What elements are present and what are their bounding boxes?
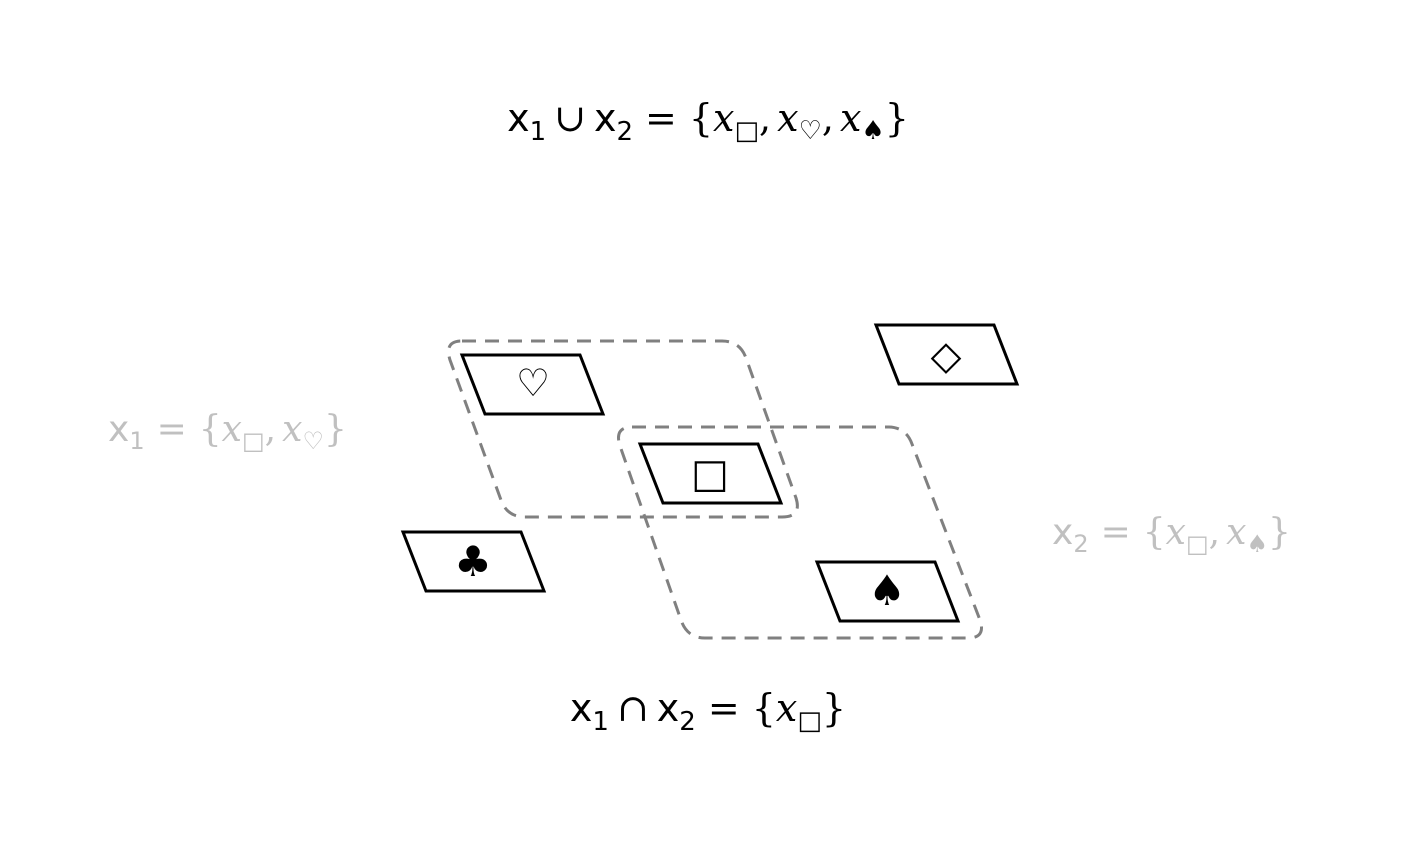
union-term-1: x xyxy=(713,96,734,140)
set-x1-close-brace: } xyxy=(324,409,347,450)
square-card xyxy=(637,442,784,505)
set-x1-term-2-sub: ♡ xyxy=(302,427,324,455)
set-x2-term-1-sub: □ xyxy=(1186,530,1209,558)
club-icon: ♣ xyxy=(454,537,492,586)
set-x2-label: x2={x□,x♠} xyxy=(1052,512,1291,558)
union-term-3: x xyxy=(840,96,861,140)
spade-card xyxy=(814,560,961,623)
intersection-operator: ∩ xyxy=(617,686,649,730)
union-term-1-sub: □ xyxy=(734,116,759,146)
set-x2-open-brace: { xyxy=(1143,512,1166,553)
union-operator: ∪ xyxy=(554,96,586,140)
intersection-term-1-sub: □ xyxy=(797,706,822,736)
set-x2-outline xyxy=(617,425,983,640)
set-x1-label: x1={x□,x♡} xyxy=(108,409,347,455)
heart-icon: ♡ xyxy=(516,361,550,405)
square-icon: □ xyxy=(691,451,729,497)
set-x2-name-sub: 2 xyxy=(1073,530,1088,558)
intersection-lhs-a-sub: 1 xyxy=(592,707,609,737)
union-close-brace: } xyxy=(885,96,909,140)
intersection-lhs-a: x xyxy=(570,686,593,730)
union-equation: x1∪x2={x□,x♡,x♠} xyxy=(507,96,909,147)
set-x2-sep-1: , xyxy=(1209,512,1220,553)
set-x2-close-brace: } xyxy=(1268,512,1291,553)
set-x1-equals: = xyxy=(157,409,187,450)
set-x1-outline xyxy=(447,339,799,519)
union-sep-1: , xyxy=(759,96,771,140)
diamond-card xyxy=(873,323,1020,386)
set-x1-term-1: x xyxy=(222,409,242,450)
set-x1-open-brace: { xyxy=(199,409,222,450)
intersection-equation: x1∩x2={x□} xyxy=(570,686,846,737)
union-term-2: x xyxy=(777,96,798,140)
club-card xyxy=(400,530,547,593)
set-x2-name: x xyxy=(1052,512,1073,553)
union-equals: = xyxy=(645,96,677,140)
set-x1-name: x xyxy=(108,409,129,450)
union-term-3-sub: ♠ xyxy=(861,116,884,146)
set-x2-term-2-sub: ♠ xyxy=(1246,530,1268,558)
union-sep-2: , xyxy=(822,96,834,140)
set-x1-sep-1: , xyxy=(265,409,276,450)
intersection-equals: = xyxy=(708,686,740,730)
spade-icon: ♠ xyxy=(868,566,906,615)
set-x2-term-1: x xyxy=(1166,512,1186,553)
intersection-term-1: x xyxy=(776,686,797,730)
union-open-brace: { xyxy=(689,96,713,140)
intersection-close-brace: } xyxy=(822,686,846,730)
set-x2-equals: = xyxy=(1101,512,1131,553)
set-x1-term-1-sub: □ xyxy=(242,427,265,455)
intersection-open-brace: { xyxy=(752,686,776,730)
union-lhs-b-sub: 2 xyxy=(616,117,633,147)
set-x1-term-2: x xyxy=(282,409,302,450)
intersection-lhs-b-sub: 2 xyxy=(679,707,696,737)
union-lhs-a-sub: 1 xyxy=(530,117,547,147)
set-x1-name-sub: 1 xyxy=(129,427,144,455)
intersection-lhs-b: x xyxy=(657,686,680,730)
union-term-2-sub: ♡ xyxy=(799,116,822,146)
heart-card xyxy=(459,353,606,416)
set-x2-term-2: x xyxy=(1226,512,1246,553)
union-lhs-a: x xyxy=(507,96,530,140)
diamond-icon: ◇ xyxy=(931,333,962,379)
union-lhs-b: x xyxy=(594,96,617,140)
